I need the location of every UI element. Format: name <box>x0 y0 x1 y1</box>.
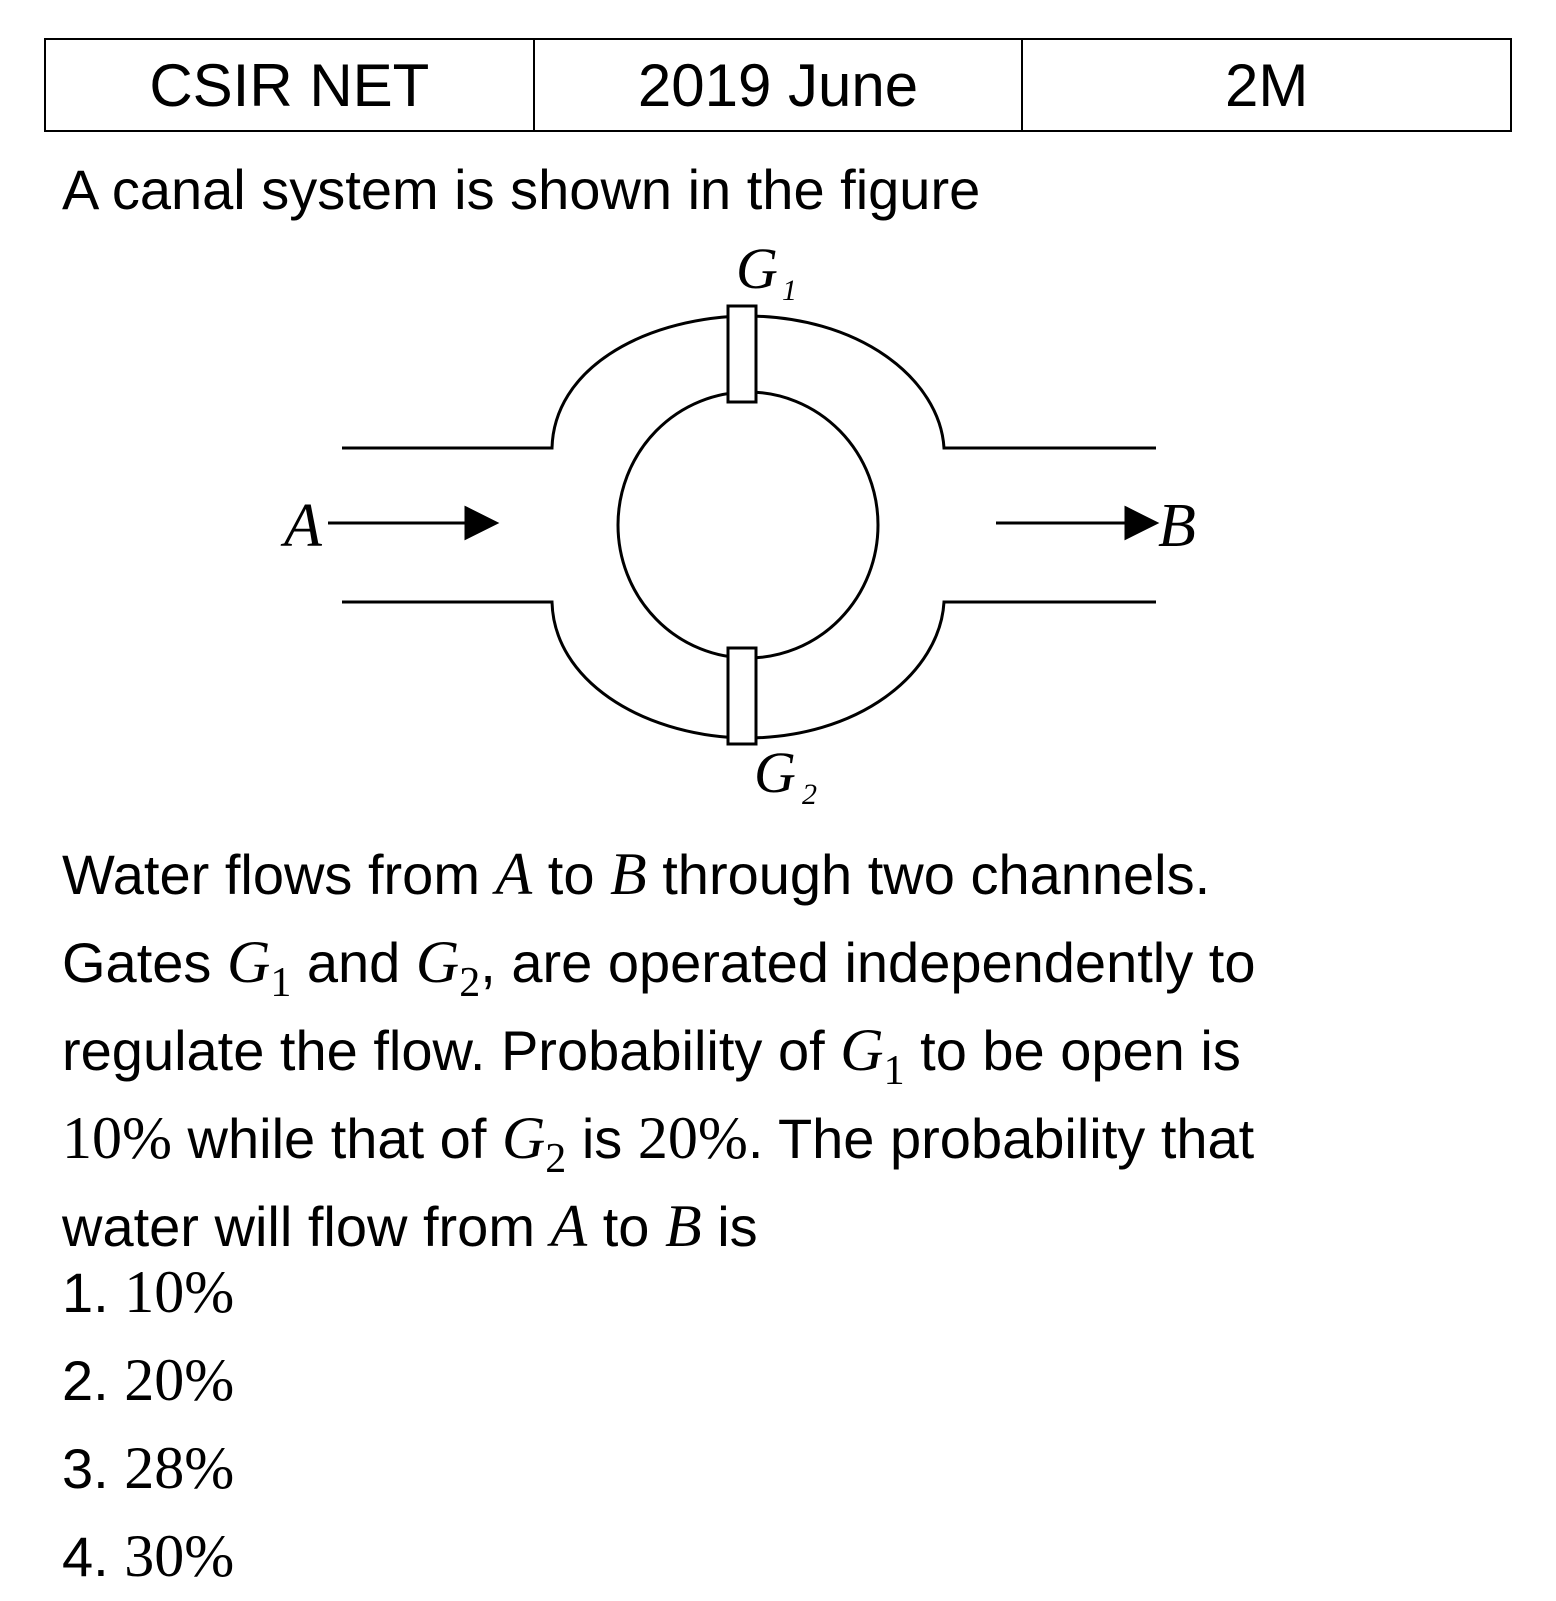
exam-cell: CSIR NET <box>44 38 535 132</box>
gate-g1 <box>726 304 758 404</box>
header-table: CSIR NET 2019 June 2M <box>44 38 1512 132</box>
label-g1: G <box>736 236 778 301</box>
gate-g2 <box>726 646 758 746</box>
arrow-in-head <box>464 505 500 541</box>
question-text: Water flows from A to B through two chan… <box>62 830 1502 1270</box>
intro-text: A canal system is shown in the figure <box>62 158 981 221</box>
canal-figure: A B G 1 G 2 <box>240 220 1240 840</box>
label-g1-sub: 1 <box>782 274 797 307</box>
question-line-3: regulate the flow. Probability of G1 to … <box>62 1017 1241 1094</box>
label-b: B <box>1158 492 1196 560</box>
marks-cell: 2M <box>1021 38 1512 132</box>
label-a: A <box>280 492 323 560</box>
option-2[interactable]: 2. 20% <box>62 1347 235 1413</box>
option-3[interactable]: 3. 28% <box>62 1435 235 1501</box>
arrow-out-head <box>1124 505 1160 541</box>
label-g2-sub: 2 <box>802 778 817 811</box>
session-cell: 2019 June <box>532 38 1024 132</box>
answer-options: 1. 10% 2. 20% 3. 28% 4. 30% <box>62 1248 234 1600</box>
question-line-4: 10% while that of G2 is 20%. The probabi… <box>62 1105 1255 1182</box>
option-4[interactable]: 4. 30% <box>62 1523 235 1589</box>
canal-diagram: A B G 1 G 2 <box>280 236 1196 811</box>
header-row: CSIR NET 2019 June 2M <box>44 38 1512 132</box>
question-line-2: Gates G1 and G2, are operated independen… <box>62 929 1256 1006</box>
central-island <box>616 390 880 660</box>
label-g2: G <box>754 740 796 805</box>
question-line-1: Water flows from A to B through two chan… <box>62 841 1211 907</box>
option-1[interactable]: 1. 10% <box>62 1259 235 1325</box>
question-line-5: water will flow from A to B is <box>62 1193 758 1259</box>
